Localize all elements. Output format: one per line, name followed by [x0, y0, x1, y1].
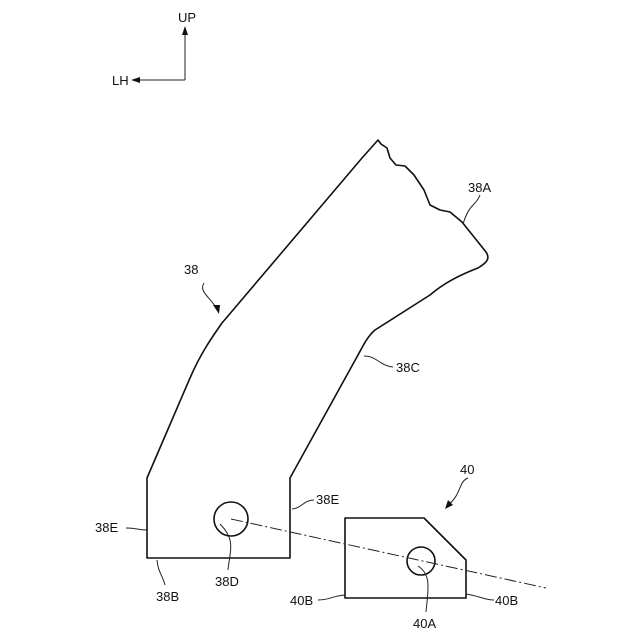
leader-38e-left: [126, 528, 147, 530]
label-40b-left: 40B: [290, 593, 313, 608]
label-40a: 40A: [413, 616, 436, 631]
leader-lines: [126, 195, 494, 612]
label-38e-right: 38E: [316, 492, 339, 507]
leader-40b-right: [466, 594, 494, 600]
leader-40b-left: [318, 595, 345, 600]
label-38d: 38D: [215, 574, 239, 589]
leader-38-arrowhead: [213, 305, 220, 314]
leader-40a: [418, 566, 428, 612]
up-label: UP: [178, 10, 196, 25]
leader-38c: [364, 356, 393, 367]
label-38c: 38C: [396, 360, 420, 375]
label-40: 40: [460, 462, 474, 477]
leader-38b: [157, 560, 165, 585]
leader-38d: [220, 524, 231, 570]
label-38b: 38B: [156, 589, 179, 604]
label-40b-right: 40B: [495, 593, 518, 608]
hole-40a: [407, 547, 435, 575]
lh-label: LH: [112, 73, 129, 88]
label-38: 38: [184, 262, 198, 277]
leader-38a: [463, 195, 480, 224]
leader-38e-right: [292, 500, 314, 509]
leader-40: [448, 478, 468, 505]
label-38e-left: 38E: [95, 520, 118, 535]
orientation-indicator: UP LH: [112, 10, 196, 88]
up-arrowhead: [182, 26, 188, 35]
label-38a: 38A: [468, 180, 491, 195]
lh-arrowhead: [131, 77, 140, 83]
bracket-40-outline: [345, 518, 466, 598]
center-axis-line: [231, 519, 546, 588]
